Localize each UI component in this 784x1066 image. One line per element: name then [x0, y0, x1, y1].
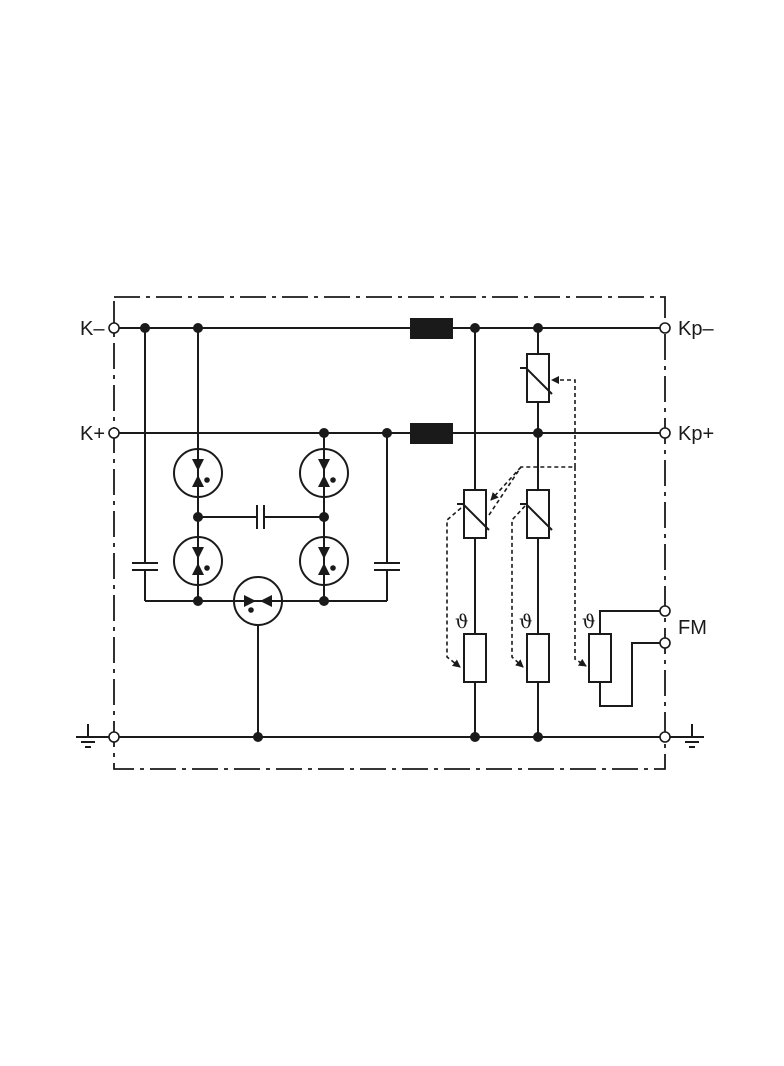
- terminal-kp-plus: [659, 427, 671, 439]
- varistor-icon: [520, 489, 553, 539]
- varistor-icon: [457, 489, 490, 539]
- terminal-fm-1: [659, 605, 671, 617]
- label-k-minus: K–: [80, 318, 105, 340]
- varistor-icon: [520, 353, 553, 403]
- inductor-k-minus: [410, 318, 453, 339]
- gas-discharge-tube-icon: [299, 448, 349, 498]
- capacitor-right: [374, 433, 400, 601]
- capacitor-left: [132, 328, 158, 601]
- terminal-ground-right: [659, 731, 671, 743]
- gas-discharge-tube-icon: [233, 576, 283, 626]
- gas-discharge-tube-icon: [299, 536, 349, 586]
- gas-discharge-tube-icon: [173, 448, 223, 498]
- terminals: [108, 322, 671, 743]
- thermal-label: ϑ: [582, 611, 596, 633]
- label-kp-plus: Kp+: [678, 423, 714, 445]
- junction-dots: [140, 323, 543, 742]
- terminal-fm-2: [659, 637, 671, 649]
- thermal-label: ϑ: [519, 611, 533, 633]
- gas-discharge-tube-icon: [173, 536, 223, 586]
- thermal-fuse-icon: ϑ: [519, 611, 550, 683]
- label-kp-minus: Kp–: [678, 318, 714, 340]
- terminal-k-minus: [108, 322, 120, 334]
- terminal-kp-minus: [659, 322, 671, 334]
- thermal-coupling-links: [446, 376, 587, 668]
- thermal-fuse-icon: ϑ: [582, 611, 612, 683]
- ground-icon: [76, 724, 109, 748]
- capacitor-middle: [198, 505, 324, 529]
- terminal-ground-left: [108, 731, 120, 743]
- fm-contact-wiring: [599, 610, 665, 707]
- terminal-k-plus: [108, 427, 120, 439]
- inductor-k-plus: [410, 423, 453, 444]
- enclosure-frame: [113, 296, 666, 770]
- thermal-fuse-icon: ϑ: [455, 611, 487, 683]
- label-k-plus: K+: [80, 423, 105, 445]
- label-fm: FM: [678, 617, 707, 639]
- ground-icon: [670, 724, 704, 748]
- thermal-label: ϑ: [455, 611, 469, 633]
